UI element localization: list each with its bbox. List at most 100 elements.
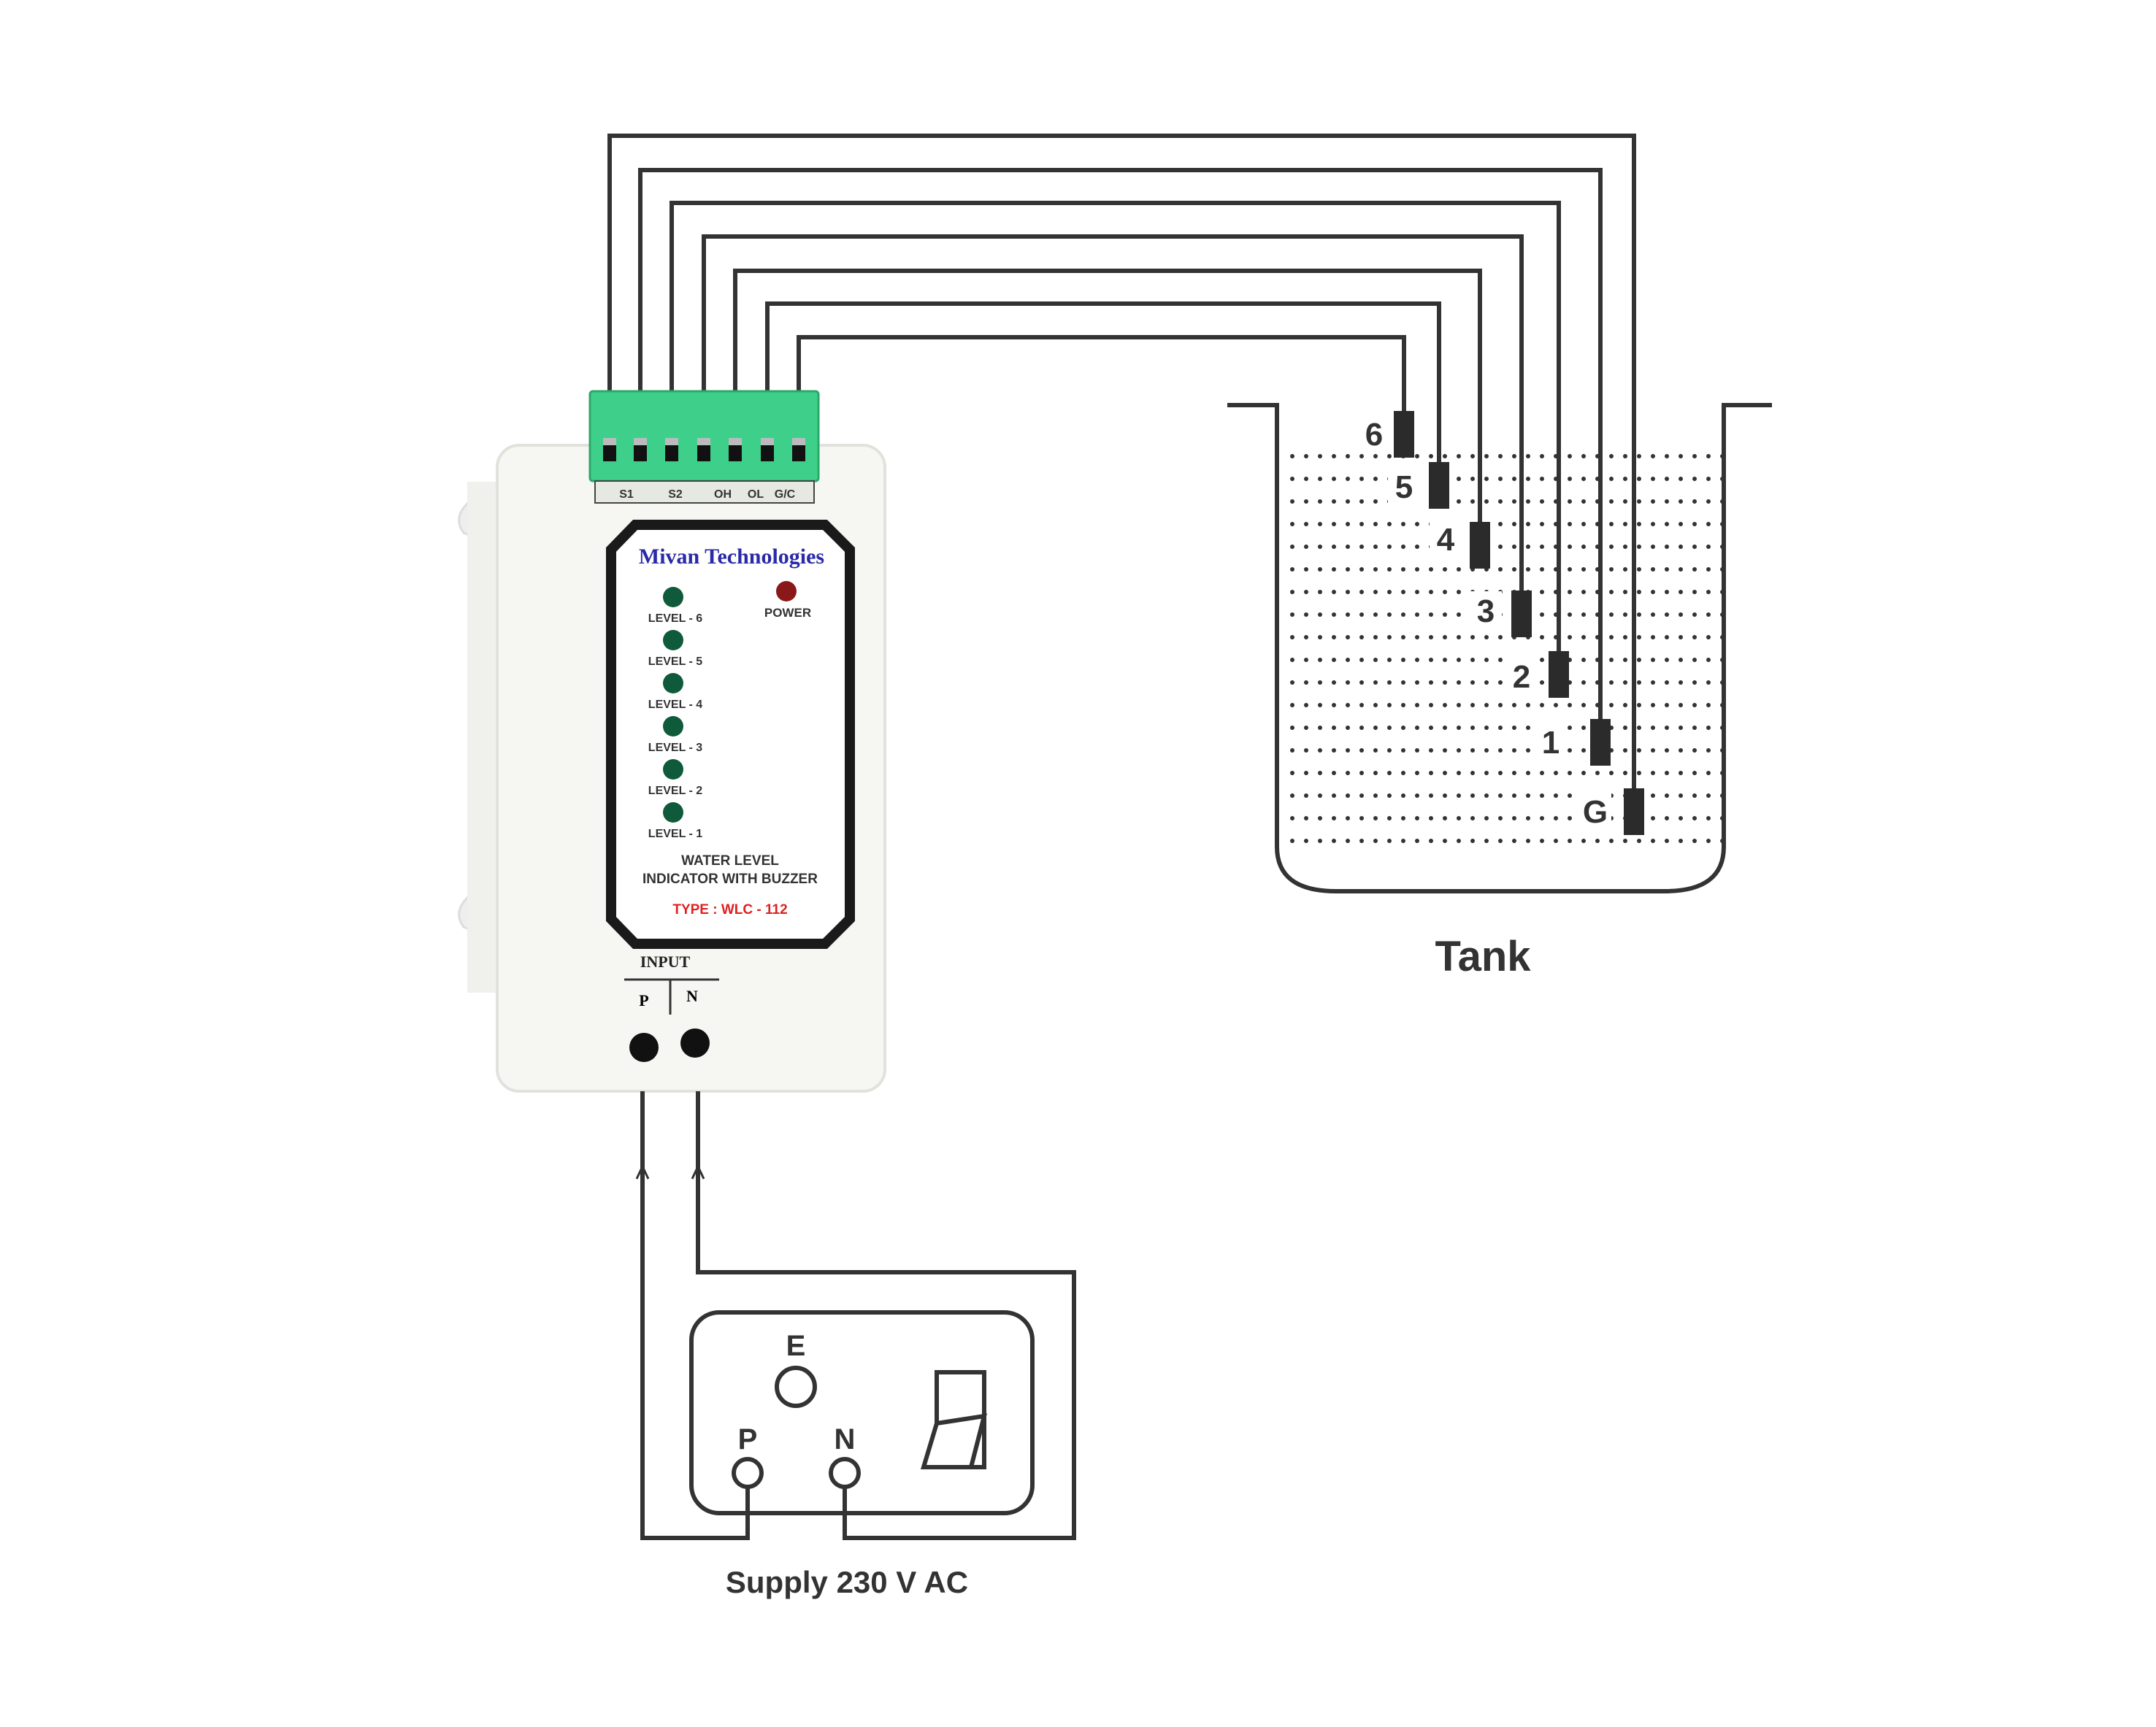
water-dot <box>1554 839 1558 843</box>
water-dot <box>1332 658 1336 662</box>
water-dot <box>1637 522 1641 526</box>
water-dot <box>1651 545 1655 549</box>
water-dot <box>1581 748 1586 753</box>
probe-6 <box>1394 411 1414 458</box>
water-dot <box>1359 839 1364 843</box>
water-dot <box>1401 703 1405 707</box>
water-dot <box>1318 658 1322 662</box>
water-dot <box>1512 499 1516 504</box>
phase-label: P <box>738 1423 758 1455</box>
probe-label: 4 <box>1437 522 1455 558</box>
water-dot <box>1526 477 1530 481</box>
water-dot <box>1332 839 1336 843</box>
water-dot <box>1429 703 1433 707</box>
water-dot <box>1387 680 1392 685</box>
water-dot <box>1679 839 1683 843</box>
water-dot <box>1637 454 1641 458</box>
water-dot <box>1401 816 1405 820</box>
water-dot <box>1595 477 1600 481</box>
water-dot <box>1443 839 1447 843</box>
water-dot <box>1651 635 1655 639</box>
water-dot <box>1679 726 1683 730</box>
water-dot <box>1609 612 1614 617</box>
water-dot <box>1373 793 1378 798</box>
water-dot <box>1651 793 1655 798</box>
input-n-terminal[interactable] <box>680 1028 710 1058</box>
product-line-2: INDICATOR WITH BUZZER <box>642 872 818 887</box>
water-dot <box>1318 748 1322 753</box>
water-dot <box>1526 771 1530 775</box>
water-dot <box>1679 816 1683 820</box>
water-dot <box>1637 726 1641 730</box>
water-dot <box>1318 567 1322 572</box>
water-dot <box>1484 816 1489 820</box>
water-dot <box>1498 680 1503 685</box>
water-dot <box>1540 590 1544 594</box>
level-led <box>663 802 683 823</box>
water-dot <box>1651 726 1655 730</box>
water-dot <box>1554 499 1558 504</box>
water-dot <box>1706 590 1711 594</box>
water-dot <box>1373 816 1378 820</box>
water-dot <box>1470 477 1475 481</box>
water-dot <box>1359 748 1364 753</box>
water-dot <box>1720 839 1725 843</box>
water-dot <box>1540 522 1544 526</box>
water-dot <box>1290 612 1294 617</box>
water-dot <box>1498 771 1503 775</box>
water-dot <box>1720 748 1725 753</box>
water-dot <box>1512 793 1516 798</box>
water-dot <box>1692 839 1697 843</box>
input-p-terminal[interactable] <box>629 1033 659 1062</box>
water-dot <box>1415 703 1419 707</box>
water-dot <box>1346 748 1350 753</box>
phase-pin <box>732 1457 764 1489</box>
water-dot <box>1359 454 1364 458</box>
water-dot <box>1609 680 1614 685</box>
water-dot <box>1498 545 1503 549</box>
water-dot <box>1720 635 1725 639</box>
water-dot <box>1665 590 1669 594</box>
water-dot <box>1373 567 1378 572</box>
water-dot <box>1720 703 1725 707</box>
water-dot <box>1637 635 1641 639</box>
water-dot <box>1679 477 1683 481</box>
water-dot <box>1304 522 1308 526</box>
water-dot <box>1290 680 1294 685</box>
water-dot <box>1470 748 1475 753</box>
water-dot <box>1512 703 1516 707</box>
water-dot <box>1470 816 1475 820</box>
water-dot <box>1429 658 1433 662</box>
water-dot <box>1665 839 1669 843</box>
water-dot <box>1290 771 1294 775</box>
water-dot <box>1401 680 1405 685</box>
water-dot <box>1346 522 1350 526</box>
water-dot <box>1512 454 1516 458</box>
water-dot <box>1720 771 1725 775</box>
water-dot <box>1387 658 1392 662</box>
water-dot <box>1470 703 1475 707</box>
water-dot <box>1692 726 1697 730</box>
water-dot <box>1387 816 1392 820</box>
water-dot <box>1679 680 1683 685</box>
probe-G <box>1624 788 1644 835</box>
water-dot <box>1595 635 1600 639</box>
water-dot <box>1290 793 1294 798</box>
water-dot <box>1332 477 1336 481</box>
water-dot <box>1526 567 1530 572</box>
water-dot <box>1387 612 1392 617</box>
water-dot <box>1429 839 1433 843</box>
water-dot <box>1498 499 1503 504</box>
water-dot <box>1706 635 1711 639</box>
water-dot <box>1318 816 1322 820</box>
terminal-block[interactable] <box>588 390 820 482</box>
water-dot <box>1581 590 1586 594</box>
water-dot <box>1706 816 1711 820</box>
probe-wire <box>607 134 1636 788</box>
water-dot <box>1706 703 1711 707</box>
water-dot <box>1609 635 1614 639</box>
water-dot <box>1401 771 1405 775</box>
water-dot <box>1609 658 1614 662</box>
water-dot <box>1457 839 1461 843</box>
water-dot <box>1665 635 1669 639</box>
